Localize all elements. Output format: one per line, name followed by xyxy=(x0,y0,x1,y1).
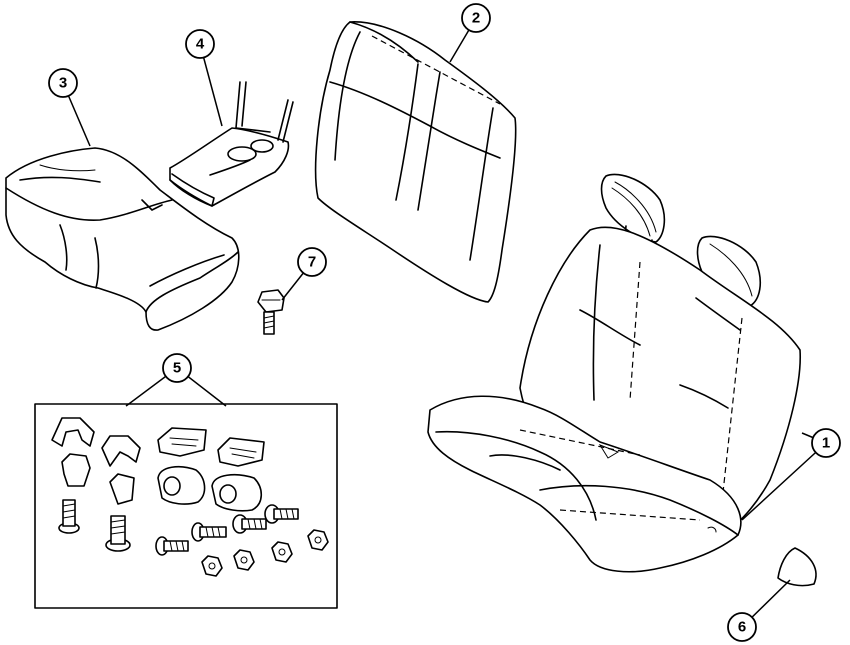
callout-4-label: 4 xyxy=(196,36,205,53)
callout-5: 5 xyxy=(162,353,192,383)
armrest-cupholder-part xyxy=(169,81,294,207)
bolt-part xyxy=(257,289,285,335)
callout-7-label: 7 xyxy=(308,254,316,271)
callout-6-label: 6 xyxy=(738,619,746,636)
callout-1: 1 xyxy=(811,428,841,458)
callout-2-label: 2 xyxy=(472,10,480,27)
callout-7: 7 xyxy=(297,247,327,277)
hardware-kit-part xyxy=(34,403,338,609)
callout-1-label: 1 xyxy=(822,435,830,452)
callout-6: 6 xyxy=(727,612,757,642)
callout-3: 3 xyxy=(48,68,78,98)
callout-4: 4 xyxy=(185,29,215,59)
rear-seat-assembly-part xyxy=(427,173,802,573)
callout-2: 2 xyxy=(461,3,491,33)
seat-cushion-cover-part xyxy=(5,147,240,331)
cover-cap-part xyxy=(777,547,817,587)
callout-3-label: 3 xyxy=(59,75,67,92)
seatback-cover-part xyxy=(314,21,517,303)
callout-5-label: 5 xyxy=(173,360,181,377)
